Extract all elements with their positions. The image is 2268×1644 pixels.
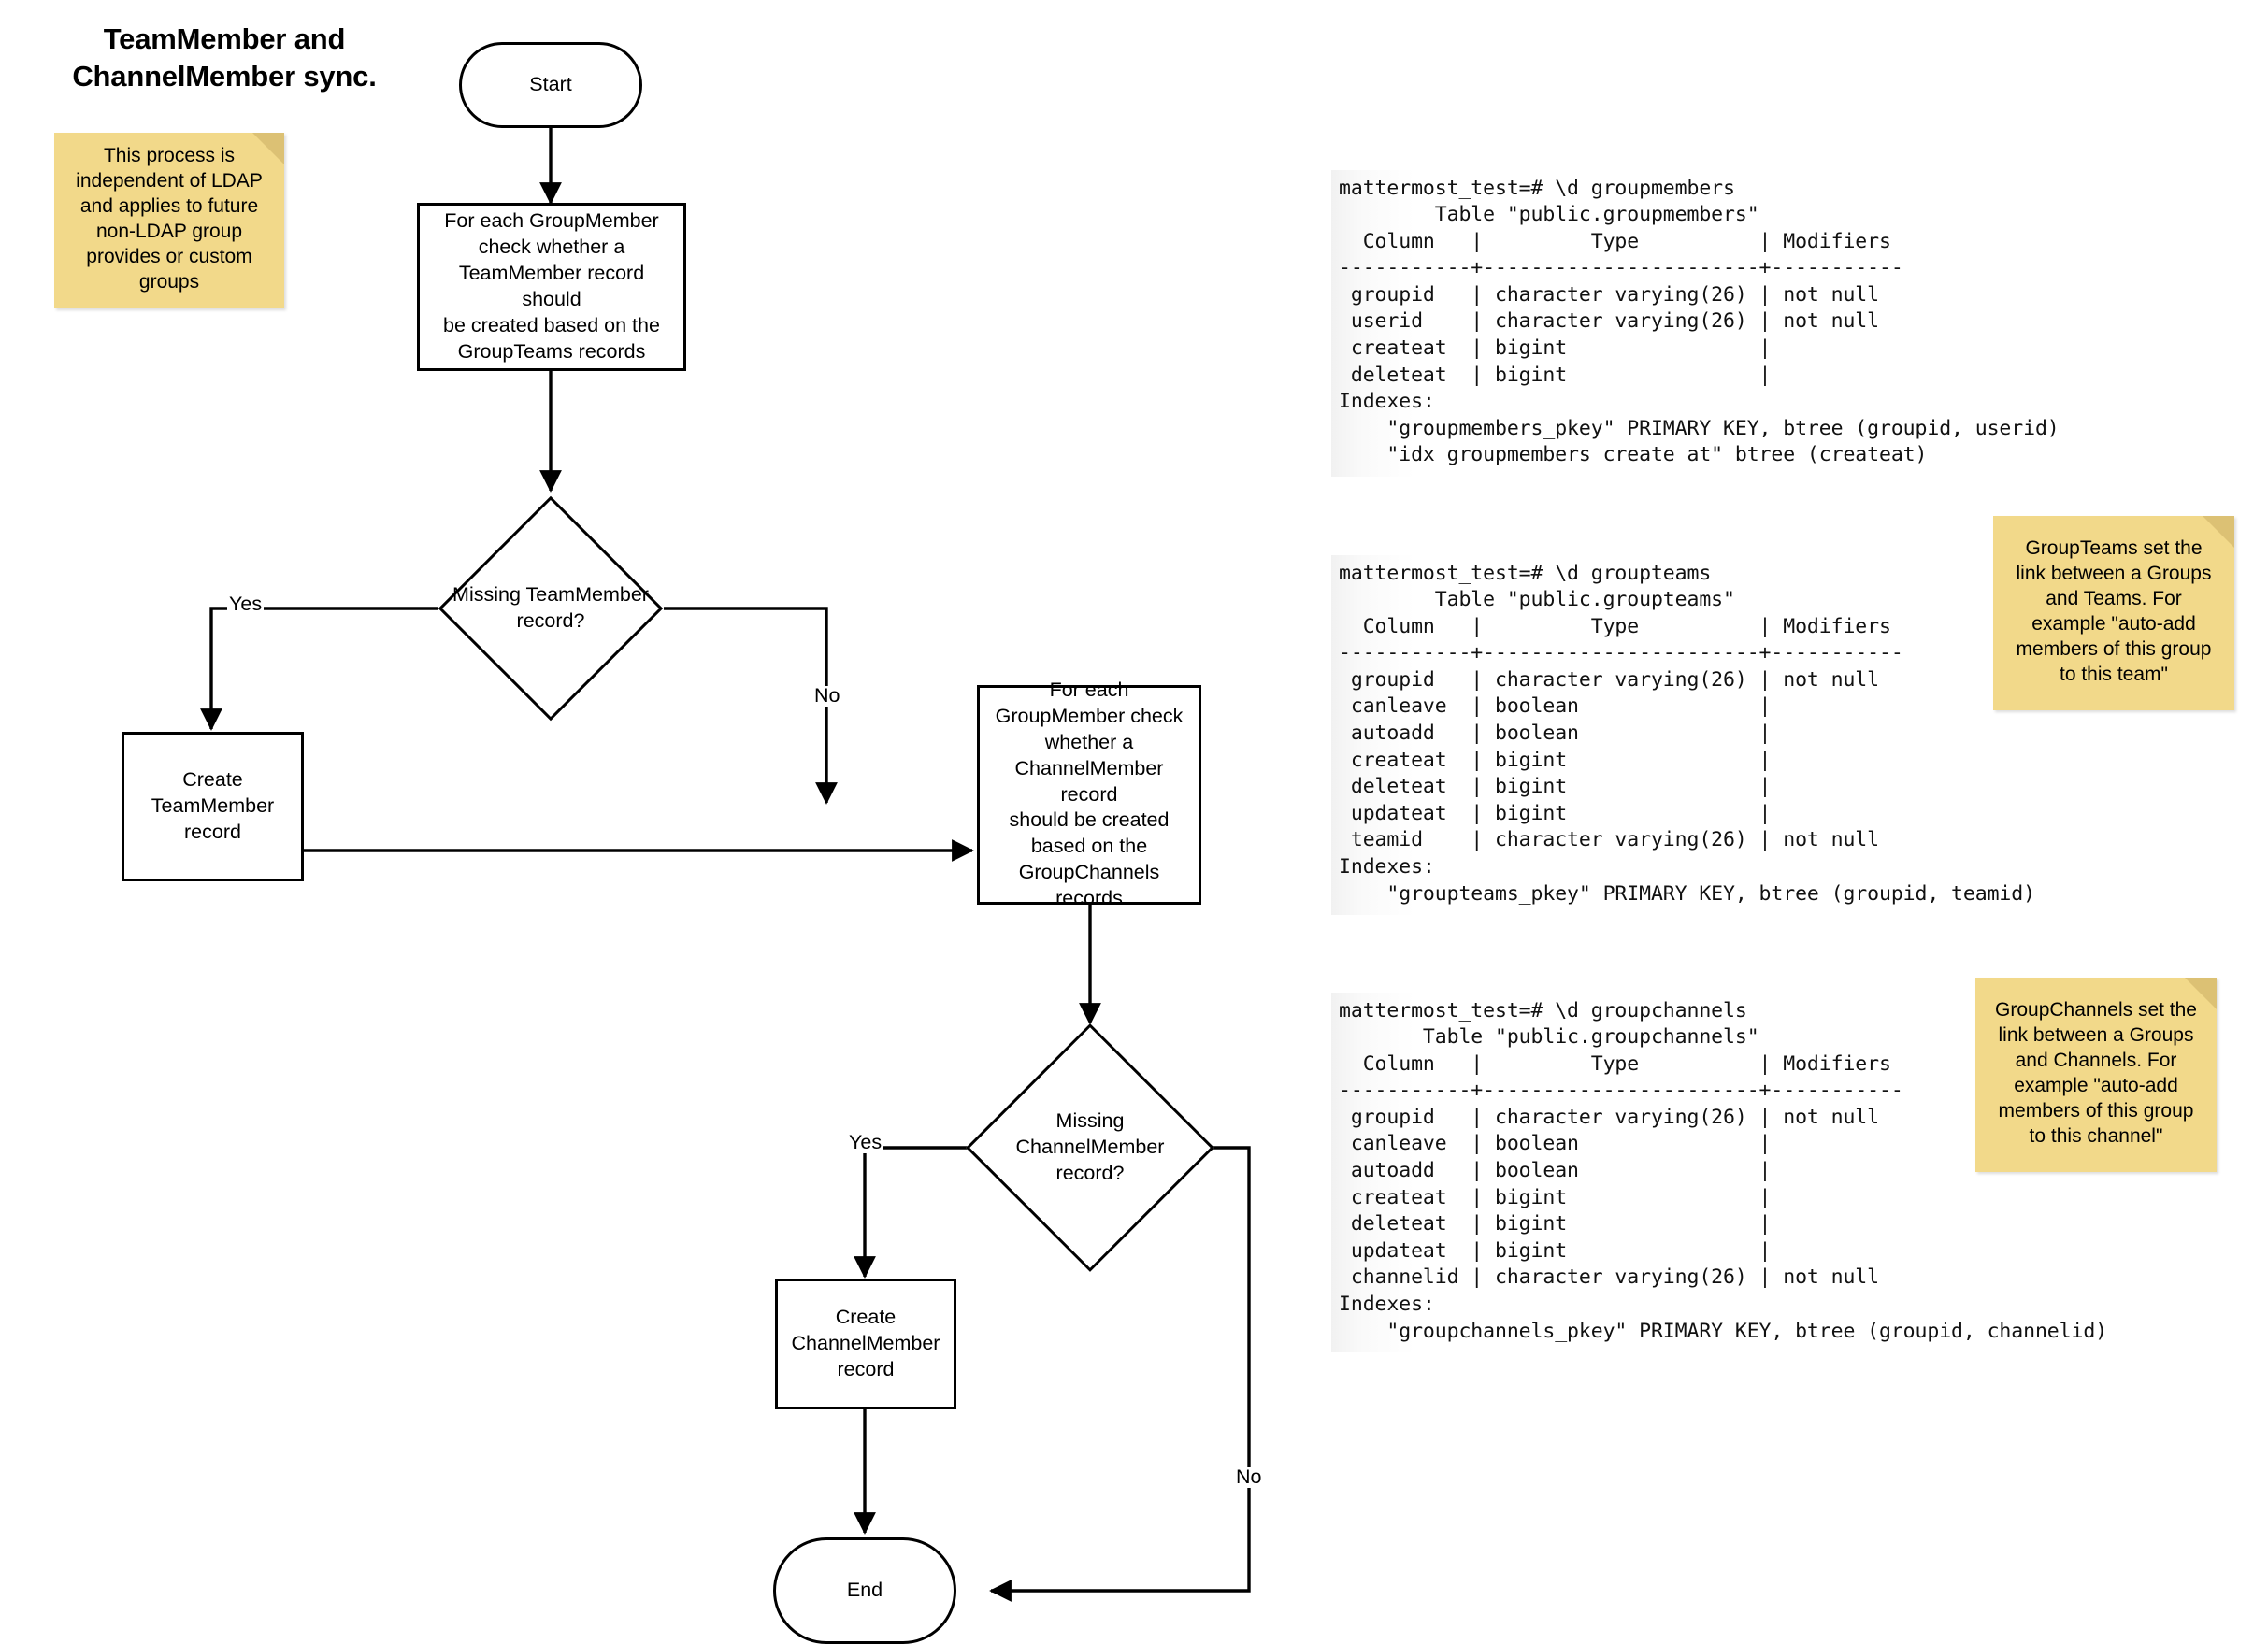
node-process-channelmember-check[interactable]: For each GroupMember check whether a Cha… [977, 679, 1201, 909]
node-create-channelmember-record-label: Create ChannelMember record [791, 1306, 940, 1380]
node-process-teammember-check-label: For each GroupMember check whether a Tea… [443, 209, 660, 363]
terminal-output-groupmembers: mattermost_test=# \d groupmembers Table … [1331, 169, 2060, 478]
sticky-note-groupteams: GroupTeams set the link between a Groups… [1993, 516, 2234, 710]
terminal-output-groupteams: mattermost_test=# \d groupteams Table "p… [1331, 554, 2035, 916]
node-start[interactable]: Start [459, 42, 642, 128]
node-end[interactable]: End [773, 1537, 956, 1644]
sticky-note-ldap-text: This process is independent of LDAP and … [76, 145, 263, 293]
edge-label-teammember-yes: Yes [227, 593, 265, 615]
diagram-title: TeamMember and ChannelMember sync. [72, 22, 377, 93]
node-decision-missing-teammember[interactable]: Missing TeamMember record? [438, 495, 664, 722]
edge-label-channelmember-no: No [1234, 1465, 1264, 1488]
node-process-channelmember-check-label: For each GroupMember check whether a Cha… [995, 678, 1184, 910]
node-start-label: Start [529, 73, 572, 96]
node-decision-missing-channelmember-label: Missing ChannelMember record? [1015, 1109, 1165, 1184]
sticky-note-groupchannels: GroupChannels set the link between a Gro… [1975, 978, 2217, 1172]
node-decision-missing-channelmember[interactable]: Missing ChannelMember record? [966, 1023, 1214, 1272]
note-fold-corner-icon [2185, 978, 2217, 1009]
note-fold-corner-icon [252, 133, 284, 164]
sticky-note-ldap: This process is independent of LDAP and … [54, 133, 284, 308]
edge-label-teammember-no: No [812, 684, 842, 707]
node-process-teammember-check[interactable]: For each GroupMember check whether a Tea… [417, 203, 686, 371]
node-end-label: End [846, 1579, 883, 1602]
sticky-note-groupchannels-text: GroupChannels set the link between a Gro… [1995, 999, 2197, 1147]
node-create-teammember-record-label: Create TeamMember record [151, 768, 275, 843]
node-decision-missing-teammember-label: Missing TeamMember record? [452, 583, 649, 632]
node-create-teammember-record[interactable]: Create TeamMember record [122, 732, 304, 881]
node-create-channelmember-record[interactable]: Create ChannelMember record [775, 1279, 956, 1409]
note-fold-corner-icon [2203, 516, 2234, 548]
terminal-output-groupchannels: mattermost_test=# \d groupchannels Table… [1331, 992, 2107, 1353]
sticky-note-groupteams-text: GroupTeams set the link between a Groups… [2016, 537, 2212, 685]
edge-label-channelmember-yes: Yes [847, 1131, 884, 1153]
